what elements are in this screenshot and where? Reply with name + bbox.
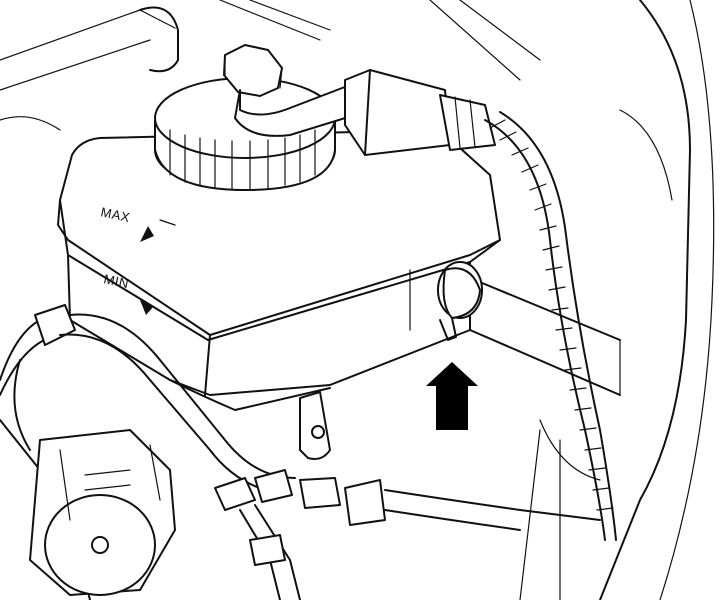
reservoir-cap — [154, 44, 356, 191]
pipe-fittings — [214, 469, 601, 600]
hose-clamp — [437, 261, 483, 341]
wire-loom — [484, 111, 617, 541]
vacuum-valve — [29, 429, 176, 596]
min-label: MIN — [102, 271, 130, 291]
triangle-down-icon — [140, 300, 154, 315]
level-sensor-connector — [344, 69, 496, 156]
up-arrow-icon — [426, 362, 478, 430]
brake-pipe-right — [469, 277, 621, 396]
min-label-group: MIN — [102, 271, 154, 315]
fluid-reservoir — [57, 129, 501, 460]
triangle-up-icon — [140, 226, 154, 242]
max-label: MAX — [99, 204, 131, 225]
level-marks — [159, 219, 176, 226]
max-label-group: MAX — [99, 204, 154, 242]
